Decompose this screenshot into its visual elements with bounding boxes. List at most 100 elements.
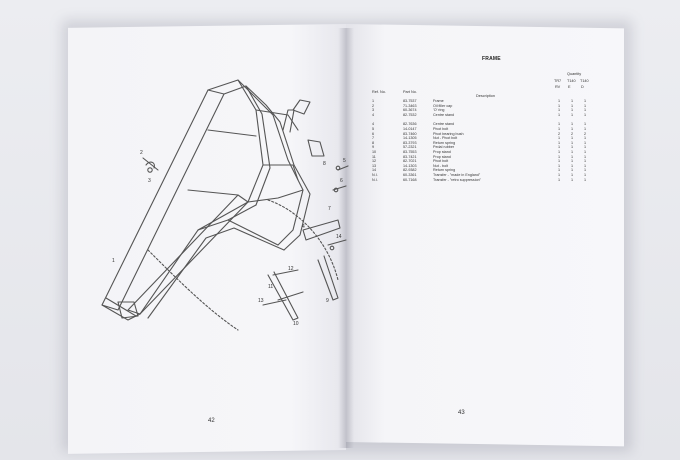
callout-7: 7	[328, 206, 331, 212]
description-cell: Nut - Pivot bolt	[433, 136, 458, 141]
description-cell: Prop stand	[433, 149, 451, 154]
quantity-cell: 1	[571, 126, 574, 131]
callout-10: 10	[293, 321, 299, 327]
quantity-cell: 2	[558, 131, 561, 136]
quantity-cell: 1	[558, 159, 561, 164]
part-number-cell: 83-7553	[403, 149, 417, 154]
book-gutter	[338, 28, 354, 448]
quantity-cell: 1	[584, 103, 587, 108]
quantity-cell: 1	[584, 108, 587, 113]
quantity-cell: 1	[558, 177, 561, 182]
quantity-cell: 1	[571, 172, 574, 177]
parts-row: 5 14-0147 Pivot bolt 1 1 1	[372, 127, 612, 132]
description-cell: Pivot bolt	[433, 126, 449, 131]
part-number-cell: 82-7636	[403, 122, 417, 127]
quantity-cell: 1	[571, 136, 574, 141]
submodel-header-2: E	[568, 85, 571, 89]
callout-13: 13	[258, 298, 264, 304]
ref-cell: N.I.	[372, 172, 378, 177]
ref-cell: 12	[372, 159, 377, 164]
callout-6: 6	[340, 178, 343, 184]
quantity-cell: 1	[584, 168, 587, 173]
quantity-header: Quantity	[567, 72, 582, 76]
description-cell: Return spring	[433, 140, 456, 145]
page-title: FRAME	[482, 56, 501, 62]
description-cell: Transfer - "retro suppression"	[433, 177, 481, 182]
quantity-cell: 1	[571, 177, 574, 182]
quantity-cell: 1	[571, 145, 574, 150]
ref-cell: 9	[372, 145, 375, 150]
description-cell: Centre stand	[433, 112, 455, 117]
quantity-cell: 1	[558, 103, 561, 108]
part-number-cell: 57-2321	[403, 145, 417, 150]
ref-cell: 4	[372, 122, 375, 127]
callout-2: 2	[140, 150, 143, 156]
ref-cell: 11	[372, 154, 376, 159]
ref-cell: 2	[372, 103, 375, 108]
quantity-cell: 1	[558, 154, 561, 159]
part-number-cell: 82-7021	[403, 159, 417, 164]
description-cell: Transfer - "made in England"	[433, 172, 481, 177]
model-header-1: TR7	[554, 79, 562, 83]
quantity-cell: 1	[571, 140, 574, 145]
callout-11: 11	[268, 284, 273, 290]
ref-cell: 14	[372, 168, 377, 173]
model-header-3: T140	[580, 79, 589, 83]
quantity-cell: 1	[584, 177, 587, 182]
quantity-cell: 1	[584, 172, 587, 177]
part-number-cell: 82-9382	[403, 168, 417, 173]
quantity-cell: 1	[558, 140, 561, 145]
description-cell: Pivot bearing bush	[433, 131, 464, 136]
callout-5: 5	[343, 158, 346, 164]
quantity-cell: 1	[571, 99, 574, 103]
right-page-number: 43	[458, 410, 465, 416]
quantity-cell: 1	[584, 149, 587, 154]
model-header-2: T140	[567, 79, 576, 83]
description-header: Description	[476, 94, 495, 98]
ref-cell: 4	[372, 112, 375, 117]
description-cell: Centre stand	[433, 122, 455, 127]
quantity-cell: 1	[558, 99, 561, 103]
description-cell: Frame	[433, 99, 444, 103]
quantity-cell: 1	[584, 112, 587, 117]
quantity-cell: 2	[571, 131, 574, 136]
callout-12: 12	[288, 266, 294, 272]
ref-cell: 8	[372, 140, 375, 145]
quantity-cell: 1	[558, 168, 561, 173]
part-number-cell: 71-3463	[403, 103, 417, 108]
quantity-cell: 1	[584, 126, 587, 131]
part-number-cell: 14-0147	[403, 126, 417, 131]
part-number-cell: 60-7168	[403, 177, 417, 182]
quantity-cell: 1	[584, 136, 587, 141]
ref-no-header: Ref. No.	[372, 90, 386, 94]
quantity-cell: 1	[558, 163, 561, 168]
ref-cell: 6	[372, 131, 375, 136]
callout-9: 9	[326, 298, 329, 304]
part-number-cell: 60-3361	[403, 172, 417, 177]
description-cell: Pivot bolt	[433, 159, 449, 164]
part-number-cell: 83-7537	[403, 99, 417, 103]
callout-1: 1	[112, 258, 115, 264]
quantity-cell: 1	[584, 145, 587, 150]
quantity-cell: 1	[558, 136, 561, 141]
description-cell: Oil filler cap	[433, 103, 453, 108]
part-number-cell: 83-3793	[403, 140, 417, 145]
frame-exploded-diagram: 1 2 3 4 5 6 7 8 9 10 11 12 13 14	[101, 79, 349, 331]
ref-cell: 5	[372, 126, 375, 131]
quantity-cell: 1	[558, 126, 561, 131]
quantity-cell: 1	[584, 163, 587, 168]
